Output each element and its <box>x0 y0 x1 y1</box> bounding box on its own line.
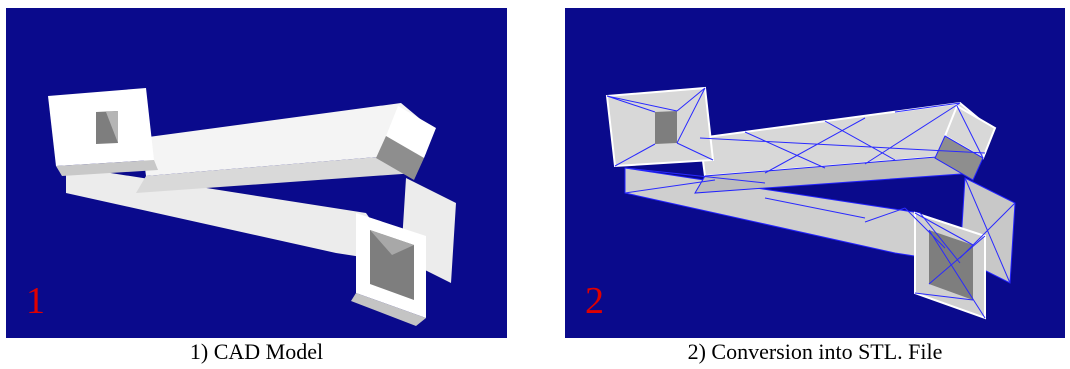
panel-number-1: 1 <box>26 280 45 322</box>
caption-cad-model: 1) CAD Model <box>189 339 324 364</box>
cad-model-image: 1 <box>6 8 507 338</box>
cad-model-render: 1 <box>6 8 507 338</box>
caption-stl-conversion: 2) Conversion into STL. File <box>687 339 943 364</box>
stl-mesh-image: 2 <box>565 8 1065 338</box>
stl-mesh-render: 2 <box>565 8 1065 338</box>
panel-number-2: 2 <box>585 280 604 322</box>
